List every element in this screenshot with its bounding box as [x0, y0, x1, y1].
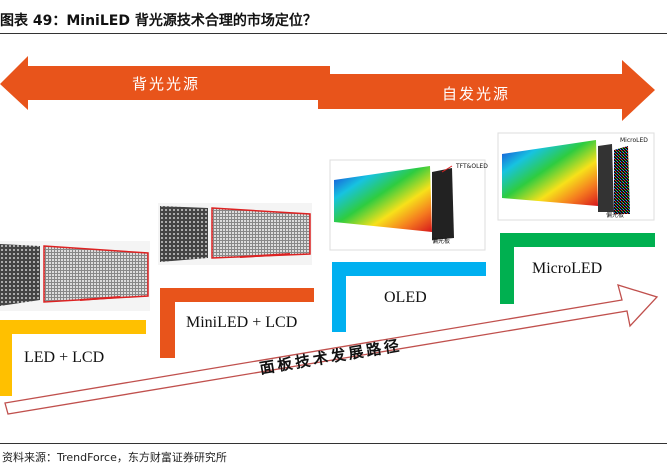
- footer-divider: [0, 443, 667, 444]
- backlight-arrow-label: 背光光源: [132, 75, 201, 93]
- microled-panel-image: [497, 132, 655, 221]
- stage-label-led-lcd: LED + LCD: [24, 349, 105, 366]
- oled-panel-image: [329, 159, 486, 251]
- bracket-led-lcd: [0, 320, 146, 396]
- miniled-lcd-panel-image: [158, 203, 312, 265]
- source-note: 资料来源：TrendForce，东方财富证券研究所: [2, 451, 227, 464]
- bracket-microled: [500, 233, 655, 304]
- self-emissive-arrow: [318, 60, 655, 121]
- self-emissive-arrow-label: 自发光源: [442, 85, 511, 103]
- panel-path-arrow: [4, 284, 659, 415]
- oled-layer-label-bottom: 偏光板: [432, 238, 451, 245]
- stage-label-oled: OLED: [384, 289, 427, 306]
- bracket-oled: [332, 262, 486, 332]
- microled-layer-label-bottom: 偏光板: [606, 212, 625, 219]
- oled-layer-label-top: TFT&OLED: [456, 163, 488, 170]
- title-divider: [0, 33, 667, 34]
- bracket-miniled-lcd: [160, 288, 314, 358]
- stage-label-microled: MicroLED: [532, 260, 603, 277]
- microled-layer-label-top: MicroLED: [620, 137, 648, 144]
- backlight-arrow: [0, 56, 330, 110]
- led-lcd-panel-image: [0, 241, 150, 311]
- figure-title: 图表 49：MiniLED 背光源技术合理的市场定位？: [0, 13, 317, 29]
- stage-label-miniled-lcd: MiniLED + LCD: [186, 314, 298, 331]
